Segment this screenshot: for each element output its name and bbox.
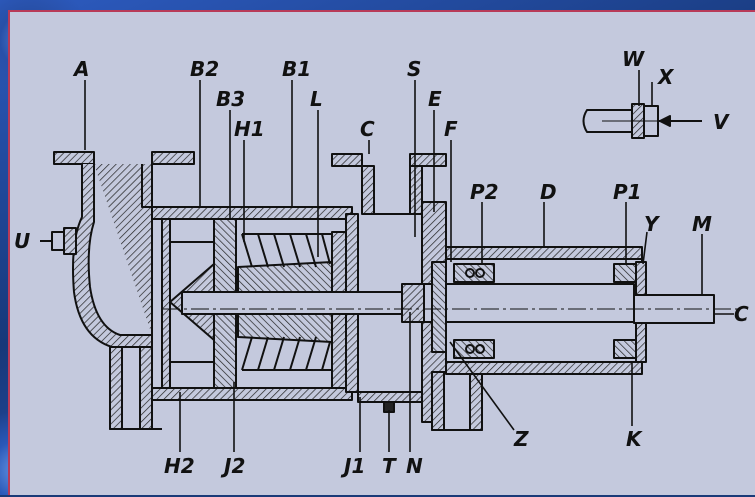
label-T: T (382, 454, 396, 478)
label-S: S (407, 57, 422, 81)
label-J2: J2 (224, 454, 246, 478)
label-X: X (658, 65, 674, 89)
diagram-panel: A B2 B1 S W X B3 E H1 L C F V P2 D P1 M … (8, 10, 755, 495)
label-F: F (444, 117, 458, 141)
label-C-top: C (360, 117, 375, 141)
label-H2: H2 (164, 454, 195, 478)
leader-lines (84, 70, 734, 452)
label-L: L (310, 87, 323, 111)
label-B1: B1 (282, 57, 312, 81)
label-D: D (540, 180, 557, 204)
pump-cross-section (40, 70, 742, 452)
label-Y: Y (644, 212, 659, 236)
label-Z: Z (514, 427, 529, 451)
label-B2: B2 (190, 57, 220, 81)
label-J1: J1 (344, 454, 366, 478)
label-H1: H1 (234, 117, 265, 141)
label-C-right: C (734, 302, 749, 326)
label-U: U (14, 229, 31, 253)
label-M: M (692, 212, 712, 236)
label-K: K (626, 427, 642, 451)
label-P1: P1 (613, 180, 642, 204)
label-P2: P2 (470, 180, 499, 204)
label-B3: B3 (216, 87, 246, 111)
label-E: E (428, 87, 442, 111)
label-N: N (406, 454, 423, 478)
label-V: V (713, 110, 729, 134)
label-W: W (622, 47, 645, 71)
coupling-detail (582, 103, 702, 139)
suction-casing (40, 151, 195, 430)
label-A: A (74, 57, 90, 81)
